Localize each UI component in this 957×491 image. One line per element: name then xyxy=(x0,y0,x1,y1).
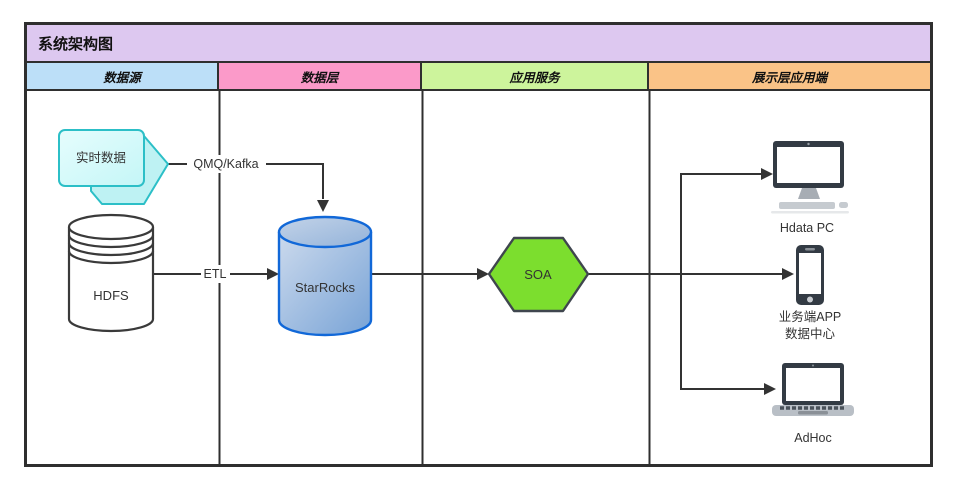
diagram-title: 系统架构图 xyxy=(38,35,114,53)
edge-labels: QMQ/Kafka ETL xyxy=(187,155,266,283)
monitor-mouse xyxy=(839,202,848,208)
phone-home-button xyxy=(807,296,813,303)
edge-lines xyxy=(153,163,782,390)
edge-label-qmq-kafka: QMQ/Kafka xyxy=(193,157,258,171)
node-soa: SOA xyxy=(487,236,590,313)
edge-soa-adhoc xyxy=(680,274,770,390)
laptop-touchpad xyxy=(798,411,828,415)
arrowhead-adhoc xyxy=(764,383,776,395)
arrowhead-pc xyxy=(761,168,773,180)
column-label: 数据层 xyxy=(300,70,339,85)
monitor-screen xyxy=(777,147,840,183)
edge-soa-pc xyxy=(680,173,767,274)
arrowhead-soa xyxy=(477,268,489,280)
node-label-hdfs: HDFS xyxy=(93,288,129,303)
column-header-row: 数据源 数据层 应用服务 展示层应用端 xyxy=(27,63,930,91)
node-label-app-line2: 数据中心 xyxy=(785,326,836,341)
diagram-svg: QMQ/Kafka ETL 实时数据 HDFS xyxy=(58,91,854,466)
column-label: 数据源 xyxy=(103,70,141,85)
column-header-datalayer: 数据层 xyxy=(219,63,422,89)
monitor-camera-dot xyxy=(807,142,810,146)
hdfs-disk-line-1 xyxy=(67,234,155,249)
node-label-hdata-pc: Hdata PC xyxy=(780,221,834,235)
diagram-title-bar: 系统架构图 xyxy=(27,25,930,63)
arrowhead-down-starrocks xyxy=(317,200,329,212)
monitor-icon: Hdata PC xyxy=(771,141,849,235)
column-header-appservice: 应用服务 xyxy=(422,63,649,89)
hdfs-disk-line-3 xyxy=(67,250,155,265)
laptop-screen xyxy=(786,368,840,401)
monitor-shadow xyxy=(771,211,849,214)
hdfs-disk-line-2 xyxy=(67,242,155,257)
starrocks-body xyxy=(277,232,373,337)
laptop-camera-dot xyxy=(812,364,814,367)
node-starrocks: StarRocks xyxy=(277,215,373,337)
phone-speaker xyxy=(805,248,815,251)
monitor-keyboard xyxy=(779,202,835,209)
arrowhead-phone xyxy=(782,268,794,280)
node-realtime-data: 实时数据 xyxy=(58,129,169,205)
node-label-soa: SOA xyxy=(524,267,552,282)
edge-label-etl: ETL xyxy=(204,267,227,281)
edge-arrowheads xyxy=(267,168,794,395)
soa-hexagon-shape xyxy=(487,236,590,313)
etl-label-bg xyxy=(201,265,230,283)
node-label-starrocks: StarRocks xyxy=(295,280,355,295)
monitor-stand xyxy=(798,188,820,199)
node-hdfs: HDFS xyxy=(67,213,155,333)
diagram-canvas: QMQ/Kafka ETL 实时数据 HDFS xyxy=(27,91,930,466)
node-label-realtime: 实时数据 xyxy=(76,150,126,165)
phone-icon: 业务端APP 数据中心 xyxy=(779,245,842,341)
column-label: 应用服务 xyxy=(509,70,560,85)
realtime-rect-shape xyxy=(58,129,145,187)
architecture-diagram: 系统架构图 数据源 数据层 应用服务 展示层应用端 xyxy=(24,22,933,467)
starrocks-top xyxy=(277,215,373,249)
laptop-icon: AdHoc xyxy=(772,363,854,445)
arrowhead-etl xyxy=(267,268,279,280)
hdfs-top xyxy=(67,213,155,241)
phone-screen xyxy=(799,253,821,294)
node-label-app-line1: 业务端APP xyxy=(779,309,842,324)
column-label: 展示层应用端 xyxy=(751,70,827,85)
column-header-presentation: 展示层应用端 xyxy=(649,63,930,89)
column-header-datasource: 数据源 xyxy=(27,63,219,89)
qmq-label-bg xyxy=(187,155,266,173)
node-label-adhoc: AdHoc xyxy=(794,431,832,445)
